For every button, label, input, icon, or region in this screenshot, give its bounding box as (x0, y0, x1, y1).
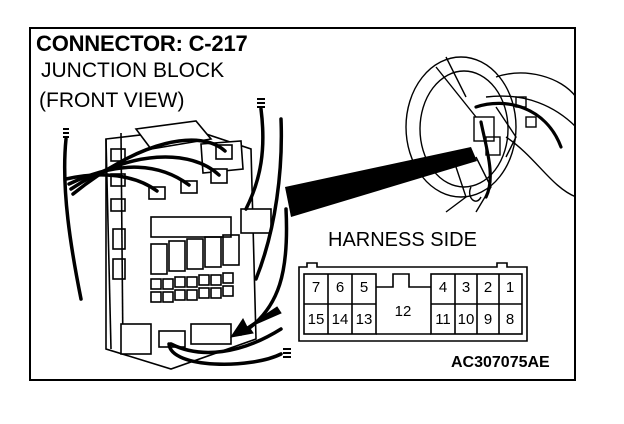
junction-block-label: JUNCTION BLOCK (41, 59, 225, 82)
connector-outline (298, 262, 528, 342)
pin-10: 10 (457, 311, 475, 328)
pin-12: 12 (394, 303, 412, 320)
pin-6: 6 (335, 279, 345, 296)
connector-face: 7 6 5 4 3 2 1 12 15 14 13 11 10 9 8 (31, 29, 578, 383)
pin-1: 1 (505, 279, 515, 296)
pin-13: 13 (355, 311, 373, 328)
junction-block-illustration (62, 98, 291, 370)
pin-8: 8 (505, 311, 515, 328)
dashboard-location-illustration (405, 56, 576, 213)
pin-3: 3 (461, 279, 471, 296)
pin-9: 9 (483, 311, 493, 328)
diagram-frame: CONNECTOR: C-217 JUNCTION BLOCK (FRONT V… (29, 27, 576, 381)
pin-7: 7 (311, 279, 321, 296)
figure-code: AC307075AE (451, 354, 550, 371)
harness-side-label: HARNESS SIDE (328, 229, 477, 251)
view-label: (FRONT VIEW) (39, 89, 185, 112)
pin-4: 4 (438, 279, 448, 296)
pin-2: 2 (483, 279, 493, 296)
pin-14: 14 (331, 311, 349, 328)
connector-title: CONNECTOR: C-217 (36, 31, 248, 56)
pin-5: 5 (359, 279, 369, 296)
pin-11: 11 (435, 311, 451, 328)
pin-15: 15 (307, 311, 325, 328)
location-pointer (285, 147, 477, 217)
